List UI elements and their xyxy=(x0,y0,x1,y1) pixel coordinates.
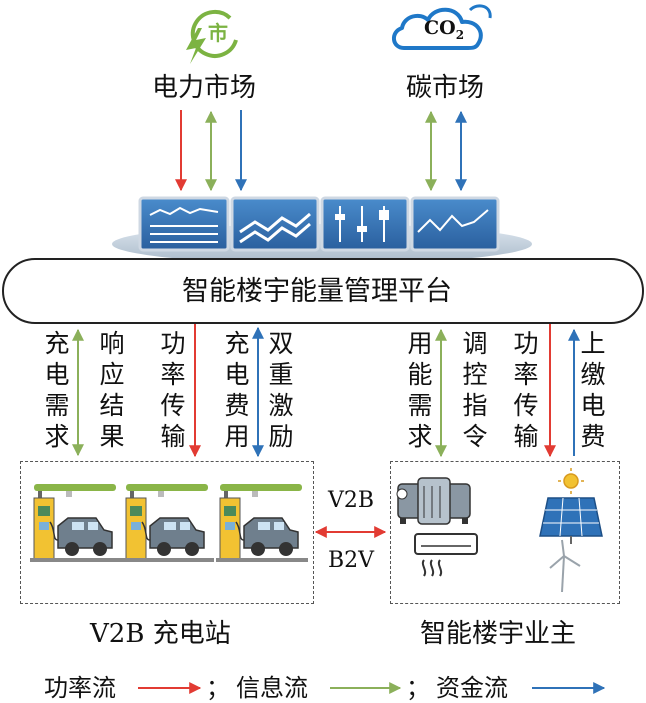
left-channel-label-incentive: 双重激励 xyxy=(268,329,294,451)
hvac-chiller-icon xyxy=(396,477,471,525)
legend-separator-2: ； xyxy=(406,674,430,702)
co2-subscript: 2 xyxy=(455,27,465,42)
legend-separator-1: ； xyxy=(206,674,230,702)
building-owner-box xyxy=(390,461,620,604)
wind-turbine-icon xyxy=(549,539,581,593)
charging-station-box xyxy=(20,461,314,604)
charging-station-label: V2B 充电站 xyxy=(90,619,231,649)
v2b-label: V2B xyxy=(328,488,375,513)
sun-icon xyxy=(558,468,584,494)
right-channel-label-energy-demand: 用能需求 xyxy=(407,329,433,451)
carbon-market-label: 碳市场 xyxy=(406,73,485,103)
platform-label: 智能楼宇能量管理平台 xyxy=(182,276,452,307)
legend-info-label: 信息流 xyxy=(236,674,308,702)
electricity-market-label: 电力市场 xyxy=(152,73,257,103)
charging-station-1 xyxy=(30,484,122,562)
left-channel-label-power: 功率传输 xyxy=(160,329,186,451)
left-channel-label-response: 响应结果 xyxy=(99,329,125,451)
right-channel-label-bill: 上缴电费 xyxy=(580,329,606,451)
charging-station-2 xyxy=(122,484,214,562)
building-owner-label: 智能楼宇业主 xyxy=(420,619,577,649)
co2-icon-text: CO2 xyxy=(424,19,464,41)
energy-platform-bar xyxy=(2,258,644,324)
right-channel-label-control: 调控指令 xyxy=(462,329,488,451)
electricity-icon-char: 市 xyxy=(208,21,228,45)
electricity-market-icon xyxy=(186,10,238,64)
air-conditioner-icon xyxy=(414,533,478,577)
left-channel-label-charge-demand: 充电需求 xyxy=(44,329,70,451)
right-channel-label-power: 功率传输 xyxy=(513,329,539,451)
co2-text: CO xyxy=(424,17,456,39)
co2-cloud-icon xyxy=(392,4,492,50)
solar-panel-icon xyxy=(539,497,603,544)
legend-money-label: 资金流 xyxy=(436,674,508,702)
legend-power-label: 功率流 xyxy=(44,674,116,702)
b2v-label: B2V xyxy=(328,548,375,573)
charging-station-3 xyxy=(216,484,308,562)
control-console-illustration xyxy=(112,196,532,264)
left-channel-label-fee: 充电费用 xyxy=(224,329,250,451)
